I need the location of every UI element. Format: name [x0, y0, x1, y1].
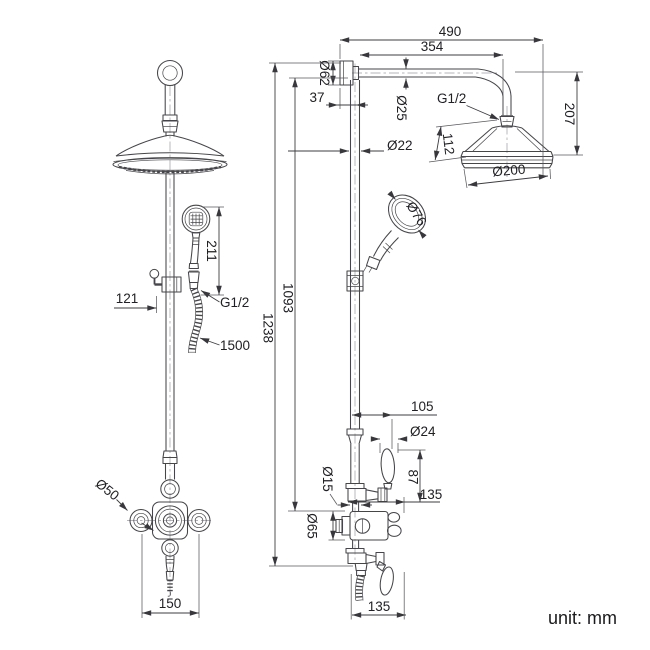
overhead-shower-head	[460, 125, 554, 169]
dim-label: Ø22	[387, 138, 413, 153]
dim-label: Ø25	[394, 95, 409, 121]
dim-label: G1/2	[437, 91, 466, 106]
riser-rail	[165, 171, 175, 451]
dim-slider-offset: 121	[114, 291, 157, 313]
shower-hose	[188, 287, 204, 354]
dim-riser-height: 1093	[281, 77, 348, 512]
dim-label: 105	[411, 399, 434, 414]
dim-head-height: 112	[428, 119, 498, 163]
hand-shower	[181, 204, 211, 290]
dim-label: 207	[562, 103, 577, 126]
dim-upper-width: 135	[347, 487, 443, 513]
dim-label: 1500	[220, 338, 250, 353]
dim-overall-height: 1238	[261, 62, 353, 567]
dim-label: Ø76	[403, 199, 429, 229]
dim-label: 135	[368, 599, 391, 614]
dim-inlet-centres: 150	[141, 534, 200, 618]
wall-flange	[156, 59, 184, 87]
dim-riser-diameter: Ø22	[288, 138, 413, 154]
overhead-shower-head	[112, 134, 228, 175]
dim-diverter-reach: 105	[351, 399, 437, 449]
dim-wall-offset: 37	[309, 88, 368, 109]
wall-flange	[339, 60, 360, 86]
shower-arm	[161, 84, 179, 137]
dim-lower-width: 135	[350, 572, 406, 620]
unit-note: unit: mm	[548, 608, 617, 628]
dim-label: 211	[204, 240, 219, 262]
dim-label: 37	[309, 90, 324, 105]
dim-label: Ø15	[320, 466, 335, 492]
dim-hose-thread: G1/2	[200, 290, 249, 310]
dim-flange-diameter: Ø62	[317, 60, 340, 86]
dim-label: Ø62	[317, 60, 332, 86]
slider-bracket	[149, 268, 182, 293]
side-view: 490 354 Ø62 37 Ø25 Ø22	[261, 24, 583, 620]
dim-handset-diameter: Ø76	[387, 190, 430, 239]
thermostatic-valve	[129, 450, 211, 597]
dim-label: 1093	[281, 283, 296, 313]
slider-bracket	[346, 270, 364, 292]
dim-valve-diameter: Ø65	[305, 511, 345, 541]
dim-label: Ø65	[305, 513, 320, 539]
outlet-hose	[354, 562, 368, 601]
valve-body	[335, 510, 402, 541]
dim-label: G1/2	[220, 295, 249, 310]
lower-diverter	[345, 540, 394, 596]
dim-label: 121	[116, 291, 139, 306]
dim-label: 87	[406, 469, 421, 484]
dim-label: Ø200	[492, 162, 526, 180]
dim-head-thread: G1/2	[437, 91, 500, 120]
dim-label: 150	[159, 596, 182, 611]
dim-arm-reach: 354	[359, 39, 504, 114]
dim-arm-diameter: Ø25	[394, 57, 409, 121]
dim-label: Ø50	[93, 476, 122, 504]
dim-hose-length: 1500	[199, 337, 250, 353]
dim-handle-diameter: Ø24	[370, 424, 436, 453]
dim-label: 490	[439, 24, 462, 39]
dim-label: 112	[440, 132, 458, 155]
dim-connector-diameter: Ø15	[320, 466, 372, 508]
dim-handset-height: 211	[200, 206, 224, 296]
dim-handle-length: 87	[397, 449, 426, 502]
dim-label: 135	[420, 487, 443, 502]
dim-label: 354	[421, 39, 444, 54]
dim-label: Ø24	[410, 424, 436, 439]
dim-head-drop: 207	[515, 71, 583, 156]
dim-label: 1238	[261, 313, 276, 343]
dim-overall-reach: 490	[339, 24, 544, 178]
hand-shower	[363, 194, 427, 273]
riser-pipe	[346, 80, 364, 484]
dim-head-diameter: Ø200	[463, 162, 551, 189]
front-view: 211 121 G1/2 1500 Ø50 150	[93, 59, 250, 618]
